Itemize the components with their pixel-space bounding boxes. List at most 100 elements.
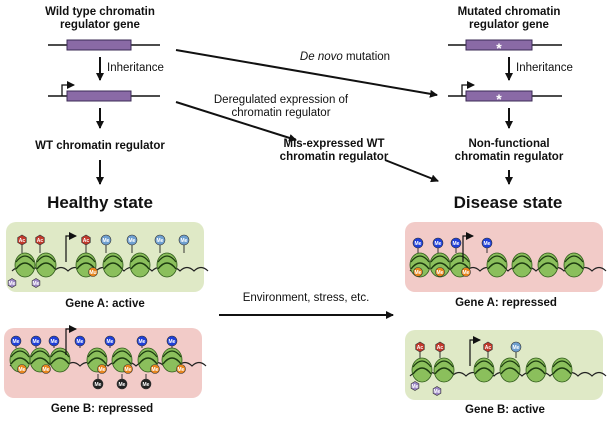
me-mark-a-healthy-purple-1: Me — [31, 278, 41, 288]
me-mark-b-disease-0: Me — [510, 341, 522, 353]
orange-mark-b-healthy-0: Me — [17, 364, 27, 374]
gene-a-repressed-label: Gene A: repressed — [455, 297, 557, 309]
inheritance-left-label: Inheritance — [107, 62, 164, 74]
mutation-star-2: * — [496, 91, 502, 107]
arrow-misexpressed — [384, 159, 439, 183]
svg-text:Me: Me — [107, 339, 114, 345]
mutant-gene-1 — [448, 39, 562, 51]
svg-text:Me: Me — [33, 339, 40, 345]
me-mark-b-healthy-5: Me — [136, 335, 148, 347]
gene-b-active-label: Gene B: active — [465, 404, 545, 416]
orange-mark-a-disease-1: Me — [435, 267, 445, 277]
healthy-state-heading: Healthy state — [47, 193, 153, 212]
mutant-gene-label: Mutated chromatin regulator gene — [457, 6, 561, 31]
orange-mark-a-disease-0: Me — [413, 267, 423, 277]
me-mark-a-disease-2: Me — [450, 237, 462, 249]
svg-text:Ac: Ac — [437, 345, 444, 351]
nucleosome-a-healthy-4 — [129, 252, 151, 278]
wt-gene-2 — [48, 81, 160, 102]
svg-text:Me: Me — [463, 270, 470, 276]
svg-text:Ac: Ac — [417, 345, 424, 351]
black-mark-b-healthy-1: Me — [116, 378, 128, 390]
nucleosome-b-disease-3 — [499, 357, 521, 383]
svg-text:Me: Me — [33, 281, 40, 287]
nucleosome-b-disease-1 — [433, 357, 455, 383]
ac-mark-b-disease-1: Ac — [435, 341, 445, 353]
svg-text:Me: Me — [125, 367, 132, 373]
me-mark-a-healthy-3: Me — [178, 234, 190, 246]
deregulated-label: Deregulated expression of chromatin regu… — [213, 94, 349, 119]
svg-text:Me: Me — [99, 367, 106, 373]
svg-text:Me: Me — [13, 339, 20, 345]
nucleosome-b-disease-4 — [525, 357, 547, 383]
me-mark-b-disease-purple-1: Me — [432, 386, 442, 396]
nucleosome-a-disease-3 — [486, 252, 508, 278]
svg-text:Me: Me — [157, 238, 164, 244]
misexpressed-label: Mis-expressed WT chromatin regulator — [279, 138, 389, 163]
me-mark-b-healthy-2: Me — [48, 335, 60, 347]
arrow-deregulated — [175, 101, 297, 142]
ac-mark-a-healthy-1: Ac — [35, 234, 45, 246]
nucleosome-b-disease-2 — [473, 357, 495, 383]
me-mark-b-healthy-1: Me — [30, 335, 42, 347]
svg-text:Me: Me — [513, 345, 520, 351]
inheritance-right-label: Inheritance — [516, 62, 573, 74]
nucleosome-a-healthy-5 — [156, 252, 178, 278]
ac-mark-b-disease-2: Ac — [483, 341, 493, 353]
me-mark-b-healthy-3: Me — [74, 335, 86, 347]
svg-text:Ac: Ac — [37, 238, 44, 244]
nucleosome-a-healthy-3 — [102, 252, 124, 278]
me-mark-a-disease-3: Me — [481, 237, 493, 249]
svg-text:Ac: Ac — [83, 238, 90, 244]
nucleosome-b-disease-5 — [551, 357, 573, 383]
wt-regulator-label: WT chromatin regulator — [35, 140, 165, 152]
svg-text:Me: Me — [152, 367, 159, 373]
mutant-gene-2 — [448, 81, 562, 102]
me-mark-b-healthy-6: Me — [166, 335, 178, 347]
nucleosome-b-disease-0 — [411, 357, 433, 383]
svg-text:Me: Me — [95, 382, 102, 388]
orange-mark-b-healthy-3: Me — [123, 364, 133, 374]
svg-text:Me: Me — [437, 270, 444, 276]
svg-text:Me: Me — [435, 241, 442, 247]
wt-gene-label: Wild type chromatin regulator gene — [45, 6, 155, 31]
svg-text:Me: Me — [484, 241, 491, 247]
de-novo-label: De novo mutation — [299, 51, 391, 63]
svg-text:Me: Me — [434, 389, 441, 395]
me-mark-b-disease-purple-0: Me — [410, 381, 420, 391]
svg-text:Me: Me — [415, 241, 422, 247]
me-mark-a-disease-0: Me — [412, 237, 424, 249]
svg-text:Me: Me — [43, 367, 50, 373]
svg-text:Me: Me — [169, 339, 176, 345]
me-mark-b-healthy-0: Me — [10, 335, 22, 347]
svg-text:Ac: Ac — [485, 345, 492, 351]
orange-mark-b-healthy-5: Me — [176, 364, 186, 374]
svg-text:Me: Me — [453, 241, 460, 247]
me-mark-a-healthy-purple-0: Me — [7, 278, 17, 288]
me-mark-a-healthy-1: Me — [126, 234, 138, 246]
svg-text:Me: Me — [178, 367, 185, 373]
svg-text:Me: Me — [51, 339, 58, 345]
me-mark-a-healthy-2: Me — [154, 234, 166, 246]
svg-text:Me: Me — [9, 281, 16, 287]
orange-mark-b-healthy-1: Me — [41, 364, 51, 374]
nucleosome-a-disease-6 — [563, 252, 585, 278]
black-mark-b-healthy-2: Me — [140, 378, 152, 390]
svg-text:Me: Me — [19, 367, 26, 373]
nucleosome-a-disease-4 — [511, 252, 533, 278]
wt-gene-1 — [48, 39, 160, 51]
svg-text:Me: Me — [412, 384, 419, 390]
svg-text:Ac: Ac — [19, 238, 26, 244]
panel-gene-a-healthy — [6, 222, 204, 292]
disease-state-heading: Disease state — [453, 193, 563, 212]
nucleosome-b-healthy-6 — [161, 347, 183, 373]
svg-text:Me: Me — [139, 339, 146, 345]
svg-text:Me: Me — [77, 339, 84, 345]
nucleosome-a-disease-5 — [537, 252, 559, 278]
orange-mark-a-disease-2: Me — [461, 267, 471, 277]
gene-b-repressed-label: Gene B: repressed — [50, 403, 154, 415]
svg-text:Me: Me — [129, 238, 136, 244]
nucleosome-a-healthy-0 — [14, 252, 36, 278]
nonfunctional-label: Non-functional chromatin regulator — [454, 138, 564, 163]
